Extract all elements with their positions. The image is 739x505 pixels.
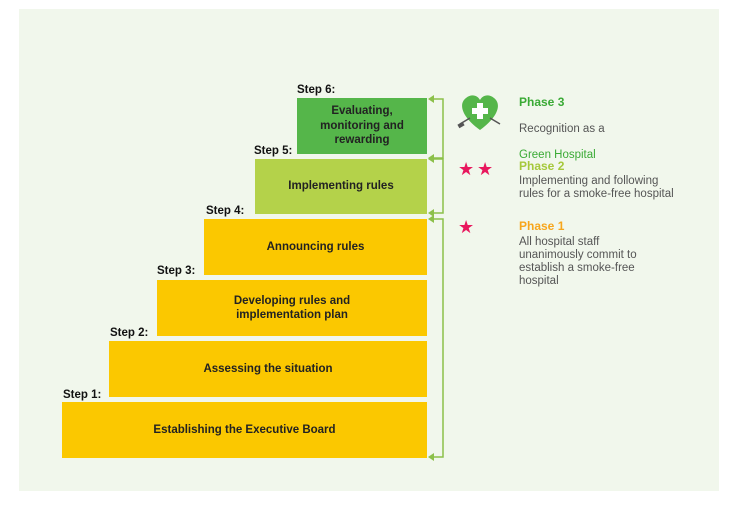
phase-1-title: Phase 1 [519, 219, 565, 233]
phase-3-desc: Recognition as a Green Hospital [519, 110, 605, 162]
arrowhead [428, 215, 434, 223]
phase-3-desc-accent: Green Hospital [519, 149, 596, 161]
step-6-box: Evaluating, monitoring and rewarding [297, 98, 427, 154]
step-5-label: Step 5: [254, 145, 293, 157]
step-4-label: Step 4: [206, 205, 245, 217]
step-1-text: Establishing the Executive Board [153, 423, 336, 436]
phase-3-bracket [430, 98, 444, 159]
arrowhead [428, 95, 434, 103]
phase-3-title: Phase 3 [519, 95, 565, 109]
arrowhead [428, 209, 434, 217]
step-3-text: Developing rules and implementation plan [233, 294, 351, 321]
step-5-text: Implementing rules [288, 180, 394, 193]
step-2-box: Assessing the situation [109, 341, 427, 397]
phase-1-desc: All hospital staff unanimously commit to… [519, 236, 637, 287]
heart-cross-icon [457, 95, 501, 130]
step-2-text: Assessing the situation [203, 362, 333, 375]
step-6-text: Evaluating, monitoring and rewarding [320, 105, 404, 147]
step-1-box: Establishing the Executive Board [62, 402, 427, 458]
phase-2-desc: Implementing and following rules for a s… [519, 175, 674, 200]
arrowhead [428, 155, 434, 163]
step-3-label: Step 3: [157, 265, 196, 277]
phase-3-desc-text: Recognition as a [519, 123, 605, 135]
star-icon: ★ [458, 217, 475, 237]
step-5-box: Implementing rules [255, 159, 427, 214]
star-icon: ★ [477, 159, 494, 179]
step-4-text: Announcing rules [266, 240, 365, 253]
phase-1-bracket [430, 218, 444, 458]
step-4-box: Announcing rules [204, 219, 427, 275]
step-3-box: Developing rules and implementation plan [157, 280, 427, 336]
phase-2-bracket [430, 158, 444, 214]
arrowhead [428, 453, 434, 461]
phase-2-title: Phase 2 [519, 159, 565, 173]
step-6-label: Step 6: [297, 84, 336, 96]
step-2-label: Step 2: [110, 327, 149, 339]
star-icon: ★ [458, 159, 475, 179]
step-1-label: Step 1: [63, 389, 102, 401]
